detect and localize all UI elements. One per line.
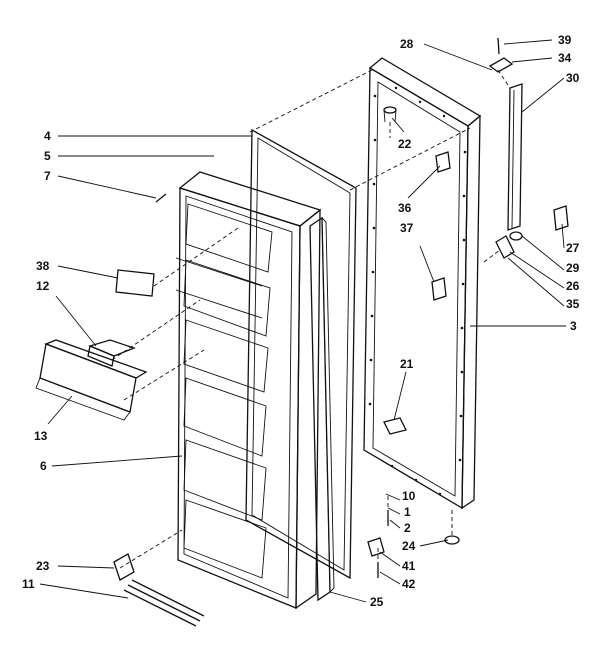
callout-6: 6	[40, 459, 47, 473]
callout-28: 28	[400, 37, 414, 51]
callout-3: 3	[570, 319, 577, 333]
callout-10: 10	[402, 489, 416, 503]
part-34-cam	[488, 57, 514, 73]
part-27-block	[553, 205, 569, 231]
callout-39: 39	[558, 33, 572, 47]
callout-7: 7	[44, 169, 51, 183]
panel-holes	[368, 86, 467, 496]
callout-27: 27	[566, 241, 580, 255]
part-30-handle	[507, 83, 523, 231]
breaker-strip	[309, 216, 335, 602]
callout-26: 26	[566, 279, 580, 293]
part-21-hinge	[383, 417, 407, 435]
callout-36: 36	[398, 201, 412, 215]
callout-labels: 39 34 30 28 4 5 7 22 36 37 27 29 26 35 3…	[22, 33, 580, 609]
callout-21: 21	[400, 357, 414, 371]
part-23-bracket	[113, 553, 135, 581]
callout-24: 24	[402, 539, 416, 553]
part-11-rails	[123, 579, 205, 627]
callout-2: 2	[404, 521, 411, 535]
callout-41: 41	[402, 559, 416, 573]
assembly-paths	[111, 69, 511, 569]
callout-37: 37	[400, 221, 414, 235]
callout-1: 1	[404, 505, 411, 519]
callout-4: 4	[44, 129, 51, 143]
callout-22: 22	[398, 137, 412, 151]
outer-door-panel	[363, 57, 482, 510]
callout-34: 34	[558, 51, 572, 65]
callout-35: 35	[566, 297, 580, 311]
part-12-cup	[87, 339, 136, 367]
part-13-housing	[35, 339, 148, 421]
part-24-foot	[444, 535, 460, 545]
liner-shelves	[175, 203, 273, 579]
part-39-screw	[497, 37, 500, 55]
callout-12: 12	[36, 279, 50, 293]
part-38-plate	[115, 269, 155, 297]
callout-25: 25	[370, 595, 384, 609]
door-gasket	[245, 128, 357, 580]
callout-42: 42	[402, 577, 416, 591]
part-36-bracket	[435, 151, 451, 173]
part-37-plate	[431, 277, 447, 301]
callout-13: 13	[34, 429, 48, 443]
callout-11: 11	[22, 577, 35, 591]
part-22-plug	[383, 106, 397, 123]
part-41-bracket	[367, 537, 385, 557]
part-29-bushing	[509, 231, 523, 241]
part-7-screw	[155, 193, 167, 203]
callout-38: 38	[36, 259, 50, 273]
callout-30: 30	[566, 71, 580, 85]
callout-23: 23	[36, 559, 50, 573]
door-liner	[175, 171, 322, 610]
callout-29: 29	[566, 261, 580, 275]
part-26-hinge	[495, 235, 515, 259]
leader-lines	[39, 39, 566, 603]
callout-5: 5	[44, 149, 51, 163]
